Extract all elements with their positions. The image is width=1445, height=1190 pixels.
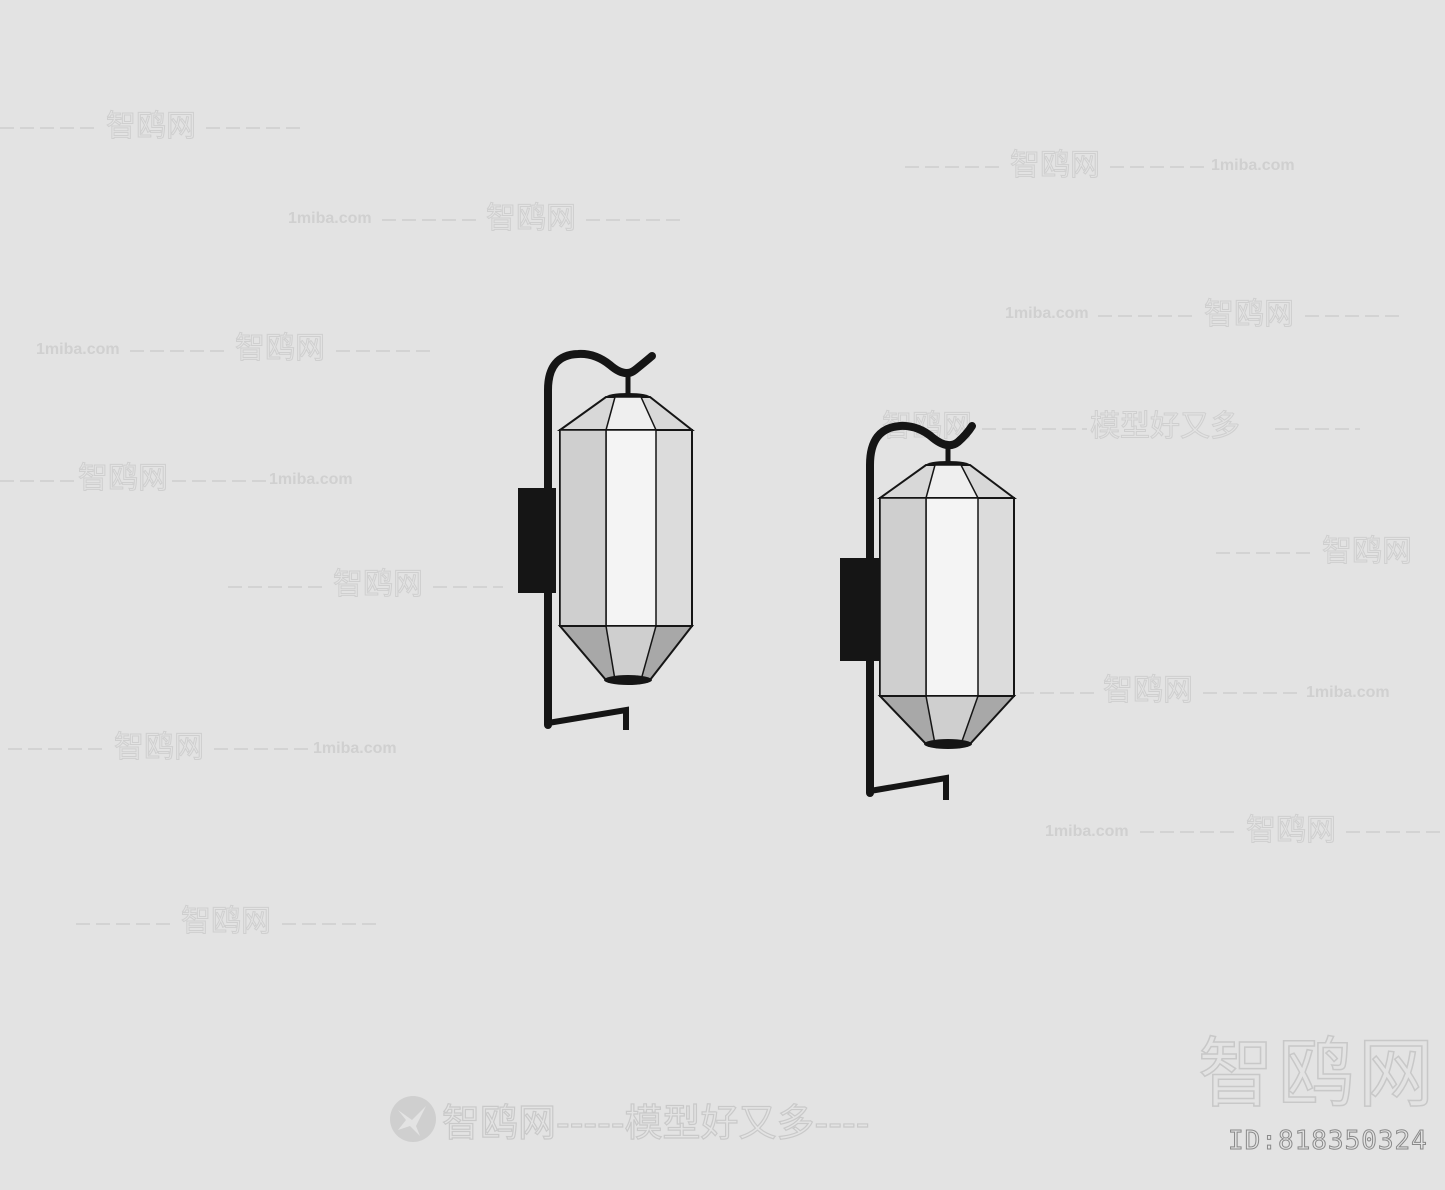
watermark-brand: 智鸥网 xyxy=(78,461,169,496)
watermark-brand: 智鸥网 xyxy=(1246,813,1337,848)
watermark-brand: 智鸥网 xyxy=(486,201,577,236)
watermark-brand: 智鸥网 xyxy=(114,730,205,765)
watermark-site: 1miba.com xyxy=(288,210,372,227)
watermark-brand: 智鸥网 xyxy=(1204,297,1295,332)
watermark-site: 1miba.com xyxy=(36,341,120,358)
watermark-brand: 智鸥网 xyxy=(333,567,424,602)
wall-lamp-right xyxy=(840,421,1017,800)
watermark-brand: 智鸥网 xyxy=(1103,673,1194,708)
wall-lamp-left xyxy=(518,349,695,730)
watermark-brand: 智鸥网 xyxy=(1322,534,1413,569)
watermark-slogan: 模型好又多 xyxy=(1090,409,1241,444)
watermark-site: 1miba.com xyxy=(1211,157,1295,174)
corner-brand-watermark: 智鸥网 xyxy=(1197,1029,1438,1118)
seagull-logo-icon xyxy=(390,1096,436,1142)
watermark-site: 1miba.com xyxy=(313,740,397,757)
watermark-brand: 智鸥网 xyxy=(235,331,326,366)
watermark-brand: 智鸥网 xyxy=(1010,148,1101,183)
watermark-site: 1miba.com xyxy=(1306,684,1390,701)
watermark-site: 1miba.com xyxy=(1045,823,1129,840)
watermark-site: 1miba.com xyxy=(269,471,353,488)
bottom-slogan-text: 智鸥网-----模型好又多---- xyxy=(441,1100,870,1145)
watermark-site: 1miba.com xyxy=(1005,305,1089,322)
watermark-brand: 智鸥网 xyxy=(181,904,272,939)
model-id-label: ID:818350324 xyxy=(1228,1126,1428,1157)
watermark-brand: 智鸥网 xyxy=(106,109,197,144)
bottom-slogan-watermark: 智鸥网-----模型好又多---- xyxy=(390,1096,870,1145)
